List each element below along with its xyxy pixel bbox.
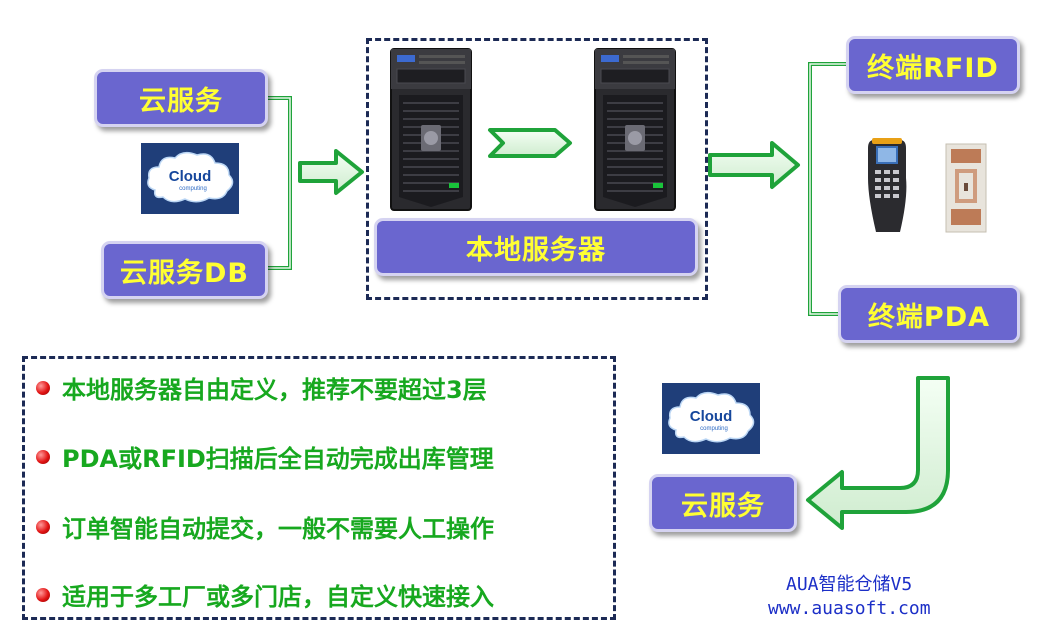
cloud-service-label: 云服务: [139, 85, 223, 117]
feature-text: 订单智能自动提交，一般不需要人工操作: [62, 515, 494, 543]
rfid-tag-icon: [945, 143, 987, 233]
local-server-group: [366, 38, 708, 300]
brand-website[interactable]: www.auasoft.com: [768, 598, 931, 619]
cloud-db-box: 云服务DB: [101, 241, 268, 299]
local-server-label: 本地服务器: [466, 234, 606, 266]
server-tower-icon: [594, 48, 676, 211]
cloud-service-box: 云服务: [649, 474, 797, 532]
left-bracket-line: [268, 96, 292, 270]
cloud-logo-title: Cloud: [690, 408, 733, 425]
cloud-logo-subtitle: computing: [179, 186, 207, 192]
feature-text: 本地服务器自由定义，推荐不要超过3层: [62, 376, 487, 404]
terminal-rfid-box: 终端RFID: [846, 36, 1020, 94]
cloud-db-label: 云服务DB: [120, 257, 249, 289]
terminal-rfid-label: 终端RFID: [867, 52, 999, 84]
local-server-box: 本地服务器: [374, 218, 698, 276]
bullet-icon: [36, 519, 50, 534]
bullet-icon: [36, 587, 50, 602]
cloud-icon: Cloud computing: [147, 151, 234, 203]
arrow-between-servers: [488, 128, 572, 158]
bullet-icon: [36, 380, 50, 395]
feature-item: PDA或RFID扫描后全自动完成出库管理: [36, 439, 494, 474]
brand-product: AUA智能仓储V5: [786, 574, 913, 595]
feature-item: 适用于多工厂或多门店，自定义快速接入: [36, 577, 494, 612]
arrow-to-local-server: [298, 149, 364, 195]
cloud-logo-title: Cloud: [169, 168, 212, 185]
terminal-pda-box: 终端PDA: [838, 285, 1020, 343]
feature-list-box: [22, 356, 616, 620]
bullet-icon: [36, 449, 50, 464]
terminal-pda-label: 终端PDA: [867, 301, 991, 333]
arrow-to-terminals: [708, 141, 800, 189]
cloud-computing-logo: Cloud computing: [141, 143, 239, 214]
feature-text: 适用于多工厂或多门店，自定义快速接入: [62, 583, 494, 611]
feature-item: 订单智能自动提交，一般不需要人工操作: [36, 509, 494, 544]
return-arrow: [806, 376, 950, 530]
pda-scanner-icon: [868, 138, 907, 232]
cloud-service-box: 云服务: [94, 69, 268, 127]
feature-item: 本地服务器自由定义，推荐不要超过3层: [36, 370, 487, 405]
cloud-icon: Cloud computing: [668, 391, 755, 443]
cloud-computing-logo: Cloud computing: [662, 383, 760, 454]
right-bracket-line: [808, 62, 848, 316]
feature-text: PDA或RFID扫描后全自动完成出库管理: [62, 445, 494, 473]
cloud-service-label: 云服务: [681, 490, 765, 522]
server-tower-icon: [390, 48, 472, 211]
cloud-logo-subtitle: computing: [700, 426, 728, 432]
